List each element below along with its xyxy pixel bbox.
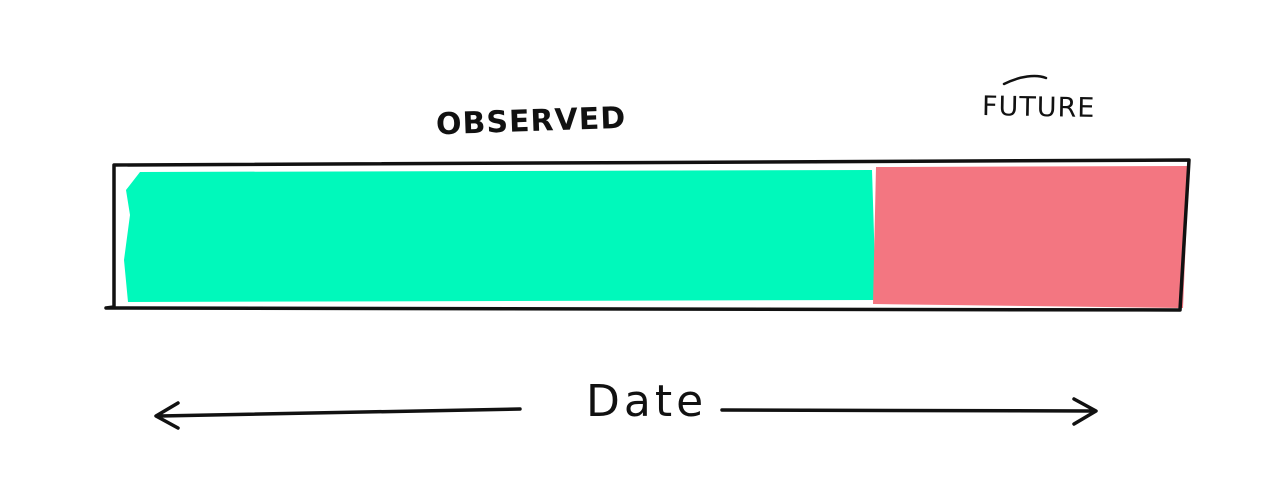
left-arrow [154,401,522,430]
future-segment [873,166,1189,308]
bar-outline [104,158,1191,312]
observed-label: OBSERVED [435,100,627,143]
right-arrow [720,397,1098,426]
future-label: FUTURE [981,91,1096,124]
observed-segment [124,170,876,302]
date-axis-label: Date [586,376,708,427]
future-swoosh [1002,74,1048,86]
